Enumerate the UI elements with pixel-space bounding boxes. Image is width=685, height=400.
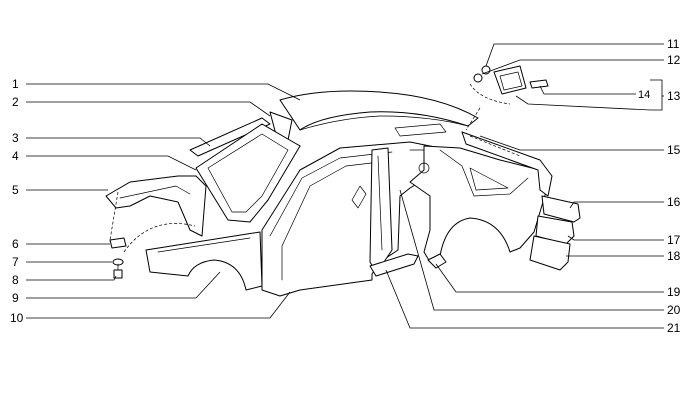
callout-19: 19 xyxy=(667,285,681,299)
leader-4 xyxy=(26,155,197,171)
callout-6: 6 xyxy=(12,237,19,251)
callout-numbers: 1 2 3 4 5 6 7 8 9 10 11 12 13 14 15 16 1… xyxy=(10,37,681,335)
fuel-filler-bracket xyxy=(109,237,127,249)
leader-15 xyxy=(479,135,664,151)
fuel-door-screw xyxy=(473,73,483,83)
callout-2: 2 xyxy=(12,95,19,109)
leader-3 xyxy=(26,137,211,147)
sill-panel xyxy=(369,253,419,277)
leader-lines xyxy=(26,43,664,329)
leader-12 xyxy=(481,59,664,75)
leader-14b xyxy=(515,95,651,111)
callout-10: 10 xyxy=(10,311,24,325)
fuel-door-detail-circle xyxy=(465,83,511,131)
rear-wheel-arch-inner xyxy=(427,253,447,269)
leader-14 xyxy=(539,85,636,95)
callout-11: 11 xyxy=(667,37,680,51)
callout-18: 18 xyxy=(667,249,681,263)
callout-15: 15 xyxy=(667,143,681,157)
rear-quarter-upper xyxy=(461,131,553,197)
leader-16 xyxy=(569,201,664,209)
leader-8 xyxy=(26,275,117,281)
roof-panel xyxy=(279,90,479,137)
callout-20: 20 xyxy=(667,303,681,317)
rear-panel-middle xyxy=(535,215,575,245)
callout-1: 1 xyxy=(12,77,19,91)
callout-3: 3 xyxy=(12,131,19,145)
bolt xyxy=(113,263,123,279)
callout-4: 4 xyxy=(12,149,19,163)
callout-9: 9 xyxy=(12,291,19,305)
callout-7: 7 xyxy=(12,255,19,269)
callout-14: 14 xyxy=(638,89,650,101)
rear-panel-upper xyxy=(541,195,581,223)
center-pillar xyxy=(369,147,393,273)
leader-19 xyxy=(435,263,664,293)
callout-17: 17 xyxy=(667,233,681,247)
fuel-filler-door xyxy=(493,65,527,95)
front-wing-panel xyxy=(145,231,263,291)
leader-10 xyxy=(26,291,291,319)
leader-9 xyxy=(26,271,221,299)
fuel-door-spring xyxy=(529,79,549,89)
leader-17 xyxy=(567,235,664,241)
leader-11 xyxy=(485,43,664,67)
rear-panel-lower xyxy=(529,235,571,271)
callout-16: 16 xyxy=(667,195,681,209)
windshield-frame xyxy=(195,123,301,223)
leader-20 xyxy=(399,189,664,311)
callout-21: 21 xyxy=(667,321,681,335)
callout-8: 8 xyxy=(12,273,19,287)
leader-13-bracket xyxy=(650,79,663,111)
callout-5: 5 xyxy=(12,183,19,197)
windshield-frame-rail xyxy=(189,117,271,157)
leader-2 xyxy=(26,101,271,117)
callout-12: 12 xyxy=(667,53,681,67)
callout-13: 13 xyxy=(667,89,681,103)
front-fender-apron xyxy=(105,175,207,253)
leader-1 xyxy=(26,83,301,101)
leader-21 xyxy=(385,269,664,329)
